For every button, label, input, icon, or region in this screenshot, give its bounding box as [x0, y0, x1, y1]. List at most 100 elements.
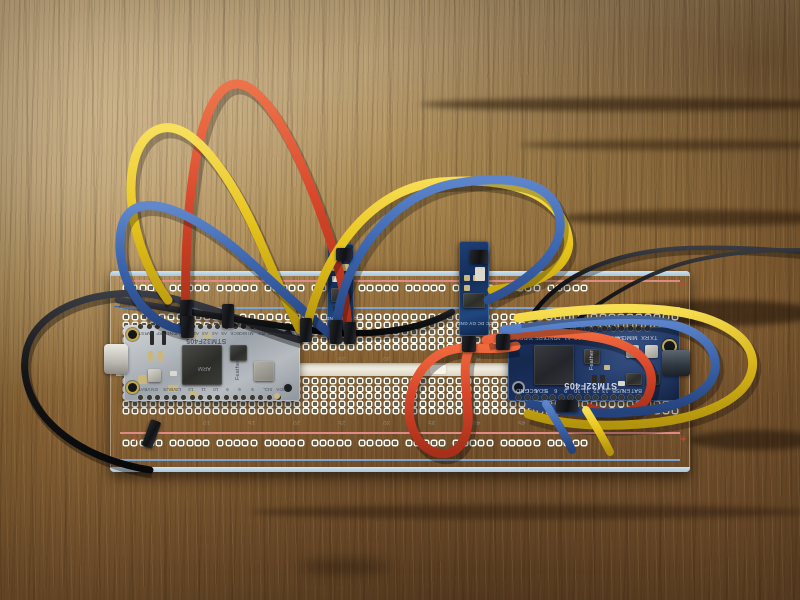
- breadboard-hole[interactable]: [148, 286, 153, 290]
- breadboard-hole[interactable]: [439, 322, 443, 327]
- breadboard-hole[interactable]: [534, 441, 539, 445]
- breadboard-hole[interactable]: [313, 386, 317, 391]
- breadboard-hole[interactable]: [313, 379, 317, 383]
- breadboard-hole[interactable]: [169, 409, 173, 414]
- breadboard-hole[interactable]: [412, 330, 416, 335]
- board-header-pin[interactable]: [644, 326, 650, 331]
- breadboard-hole[interactable]: [298, 441, 303, 445]
- breadboard-hole[interactable]: [385, 345, 389, 350]
- breadboard-hole[interactable]: [329, 441, 334, 445]
- rail-hole-group[interactable]: [407, 286, 445, 290]
- breadboard-hole[interactable]: [322, 386, 326, 391]
- breadboard-hole[interactable]: [277, 315, 281, 319]
- breadboard-hole[interactable]: [234, 286, 239, 290]
- breadboard-hole[interactable]: [277, 401, 281, 406]
- breadboard-hole[interactable]: [394, 401, 398, 406]
- breadboard-hole[interactable]: [178, 409, 182, 414]
- wire-blue-left-arc[interactable]: [115, 201, 337, 344]
- breadboard-hole[interactable]: [394, 394, 398, 399]
- breadboard-hole[interactable]: [475, 394, 479, 399]
- breadboard-hole[interactable]: [502, 394, 506, 399]
- rail-hole-group[interactable]: [218, 286, 256, 290]
- breadboard-hole[interactable]: [304, 379, 308, 383]
- board-header-pin[interactable]: [619, 395, 625, 400]
- breadboard-hole[interactable]: [187, 441, 192, 445]
- board-header-pin[interactable]: [232, 395, 238, 400]
- board-header-pin[interactable]: [601, 395, 607, 400]
- breadboard-hole[interactable]: [196, 322, 200, 327]
- breadboard-hole[interactable]: [218, 286, 223, 290]
- board-header-pin[interactable]: [610, 326, 616, 331]
- breadboard-hole[interactable]: [493, 409, 497, 414]
- breadboard-hole[interactable]: [259, 315, 263, 319]
- breadboard-hole[interactable]: [655, 401, 659, 406]
- breadboard-hole[interactable]: [430, 379, 434, 383]
- breadboard-hole[interactable]: [511, 315, 515, 319]
- breadboard-hole[interactable]: [484, 401, 488, 406]
- breadboard-hole[interactable]: [432, 286, 437, 290]
- breadboard-hole[interactable]: [475, 409, 479, 414]
- breadboard-hole[interactable]: [290, 286, 295, 290]
- breadboard-hole[interactable]: [376, 322, 380, 327]
- breadboard-hole[interactable]: [448, 379, 452, 383]
- dupont-plug-stm-bottom[interactable]: [556, 400, 578, 412]
- breadboard-hole[interactable]: [178, 401, 182, 406]
- breadboard-hole[interactable]: [673, 315, 677, 319]
- breadboard-hole[interactable]: [151, 401, 155, 406]
- breadboard-hole[interactable]: [368, 286, 373, 290]
- board-header-pin[interactable]: [138, 324, 143, 329]
- breadboard-hole[interactable]: [376, 386, 380, 391]
- breadboard-hole[interactable]: [403, 394, 407, 399]
- breadboard-hole[interactable]: [321, 441, 326, 445]
- breadboard-hole[interactable]: [358, 386, 362, 391]
- breadboard-hole[interactable]: [439, 379, 443, 383]
- breadboard-hole[interactable]: [367, 315, 371, 319]
- breadboard-hole[interactable]: [124, 315, 128, 319]
- breadboard-hole[interactable]: [583, 401, 587, 406]
- breadboard-hole[interactable]: [457, 337, 461, 342]
- dupont-plug-stm-left[interactable]: [496, 334, 510, 350]
- breadboard-hole[interactable]: [358, 315, 362, 319]
- breadboard-hole[interactable]: [439, 330, 443, 335]
- breadboard-hole[interactable]: [501, 441, 506, 445]
- breadboard-hole[interactable]: [169, 315, 173, 319]
- breadboard-hole[interactable]: [313, 337, 317, 342]
- breadboard-hole[interactable]: [421, 401, 425, 406]
- breadboard-hole[interactable]: [331, 394, 335, 399]
- breadboard-hole[interactable]: [628, 401, 632, 406]
- breadboard-hole[interactable]: [187, 409, 191, 414]
- breadboard-hole[interactable]: [520, 409, 524, 414]
- board-header-pin[interactable]: [601, 326, 607, 331]
- board-header-pin[interactable]: [258, 395, 264, 400]
- board-header-pin[interactable]: [533, 395, 539, 400]
- feather-board[interactable]: STM32F405 Feather ARM RST3VARFGNDA0A1A2A…: [124, 324, 300, 401]
- breadboard-hole[interactable]: [440, 286, 445, 290]
- breadboard-hole[interactable]: [340, 409, 344, 414]
- breadboard-hole[interactable]: [493, 386, 497, 391]
- breadboard-hole[interactable]: [457, 401, 461, 406]
- breadboard-hole[interactable]: [359, 441, 364, 445]
- breadboard-hole[interactable]: [592, 401, 596, 406]
- breadboard-hole[interactable]: [440, 441, 445, 445]
- wire-stubs-bottom-right[interactable]: [542, 400, 614, 456]
- breadboard-hole[interactable]: [664, 315, 668, 319]
- breadboard-hole[interactable]: [214, 409, 218, 414]
- breadboard-hole[interactable]: [358, 401, 362, 406]
- breadboard-hole[interactable]: [340, 337, 344, 342]
- breadboard-hole[interactable]: [196, 286, 201, 290]
- board-header-pin[interactable]: [576, 395, 582, 400]
- breadboard-hole[interactable]: [376, 394, 380, 399]
- breadboard-hole[interactable]: [322, 394, 326, 399]
- breadboard-hole[interactable]: [133, 315, 137, 319]
- breadboard-hole[interactable]: [223, 409, 227, 414]
- breadboard-hole[interactable]: [313, 409, 317, 414]
- board-header-pin[interactable]: [172, 395, 178, 400]
- breadboard-hole[interactable]: [581, 441, 586, 445]
- breadboard-hole[interactable]: [394, 386, 398, 391]
- breadboard-hole[interactable]: [160, 315, 164, 319]
- breadboard-hole[interactable]: [448, 330, 452, 335]
- breadboard-hole[interactable]: [368, 441, 373, 445]
- breadboard-hole[interactable]: [376, 345, 380, 350]
- breadboard-hole[interactable]: [475, 337, 479, 342]
- breadboard-hole[interactable]: [204, 441, 209, 445]
